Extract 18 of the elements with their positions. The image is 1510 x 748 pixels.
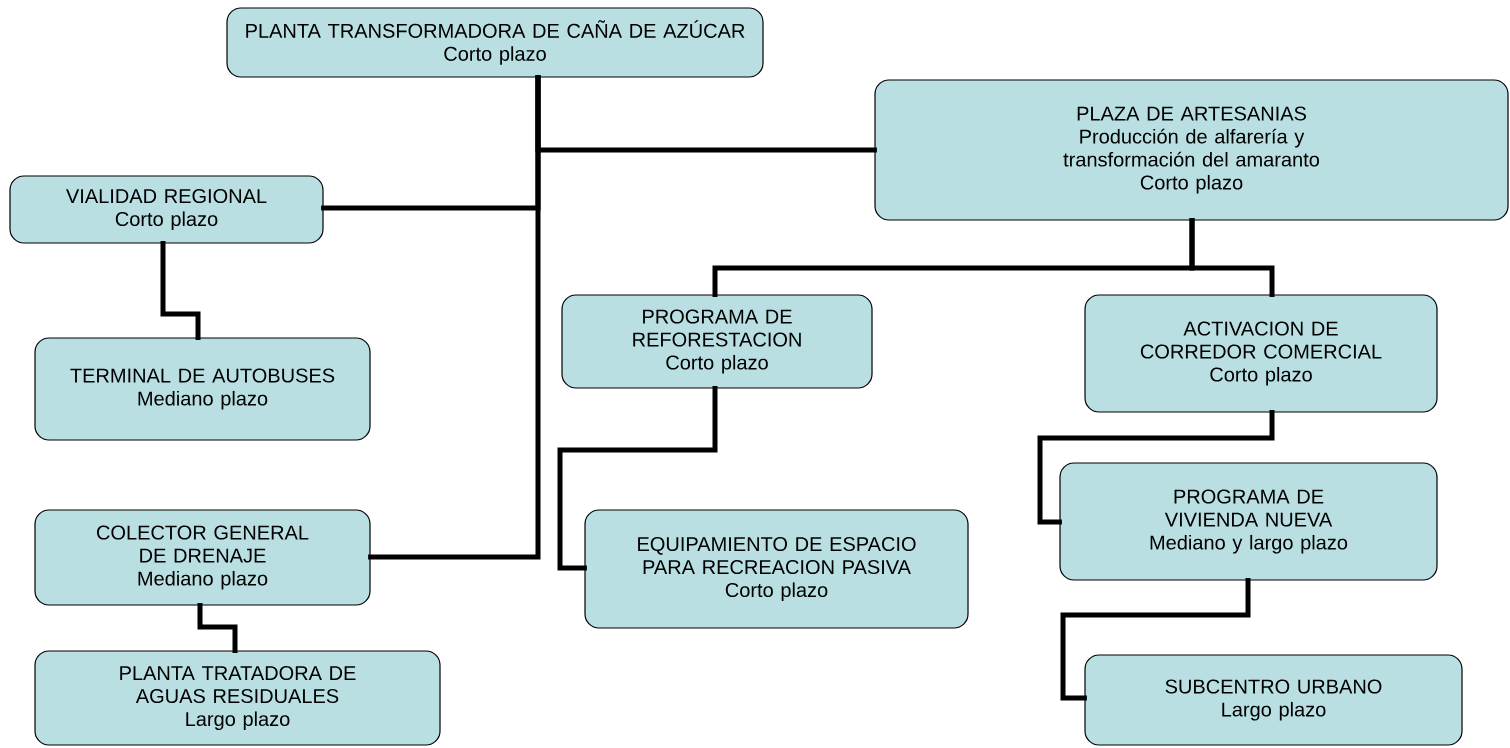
connector-line xyxy=(197,603,238,653)
process-box: VIALIDAD REGIONAL Corto plazo xyxy=(9,175,324,244)
connector-line xyxy=(1060,578,1251,701)
process-box: PROGRAMA DE VIVIENDA NUEVA Mediano y largo plazo xyxy=(1059,462,1438,581)
connector-line xyxy=(557,386,718,571)
connector-line xyxy=(1189,218,1275,297)
process-box: ACTIVACION DE CORREDOR COMERCIAL Corto plazo xyxy=(1084,294,1438,413)
connector-line xyxy=(368,75,541,560)
process-box: SUBCENTRO URBANO Largo plazo xyxy=(1084,654,1463,746)
process-box: COLECTOR GENERAL DE DRENAJE Mediano plazo xyxy=(34,509,371,606)
process-box: EQUIPAMIENTO DE ESPACIO PARA RECREACION PASIVA Corto plazo xyxy=(584,509,969,629)
process-box: PLANTA TRANSFORMADORA DE CAÑA DE AZÚCAR Corto plazo xyxy=(226,7,764,78)
process-box: PLANTA TRATADORA DE AGUAS RESIDUALES Largo plazo xyxy=(34,650,441,746)
process-box: PROGRAMA DE REFORESTACION Corto plazo xyxy=(561,294,873,389)
connector-line xyxy=(1037,410,1275,525)
process-box: PLAZA DE ARTESANIAS Producción de alfarería y transformación del amaranto Corto plazo xyxy=(874,79,1509,221)
connector-line xyxy=(160,241,201,340)
process-box: TERMINAL DE AUTOBUSES Mediano plazo xyxy=(34,337,371,441)
